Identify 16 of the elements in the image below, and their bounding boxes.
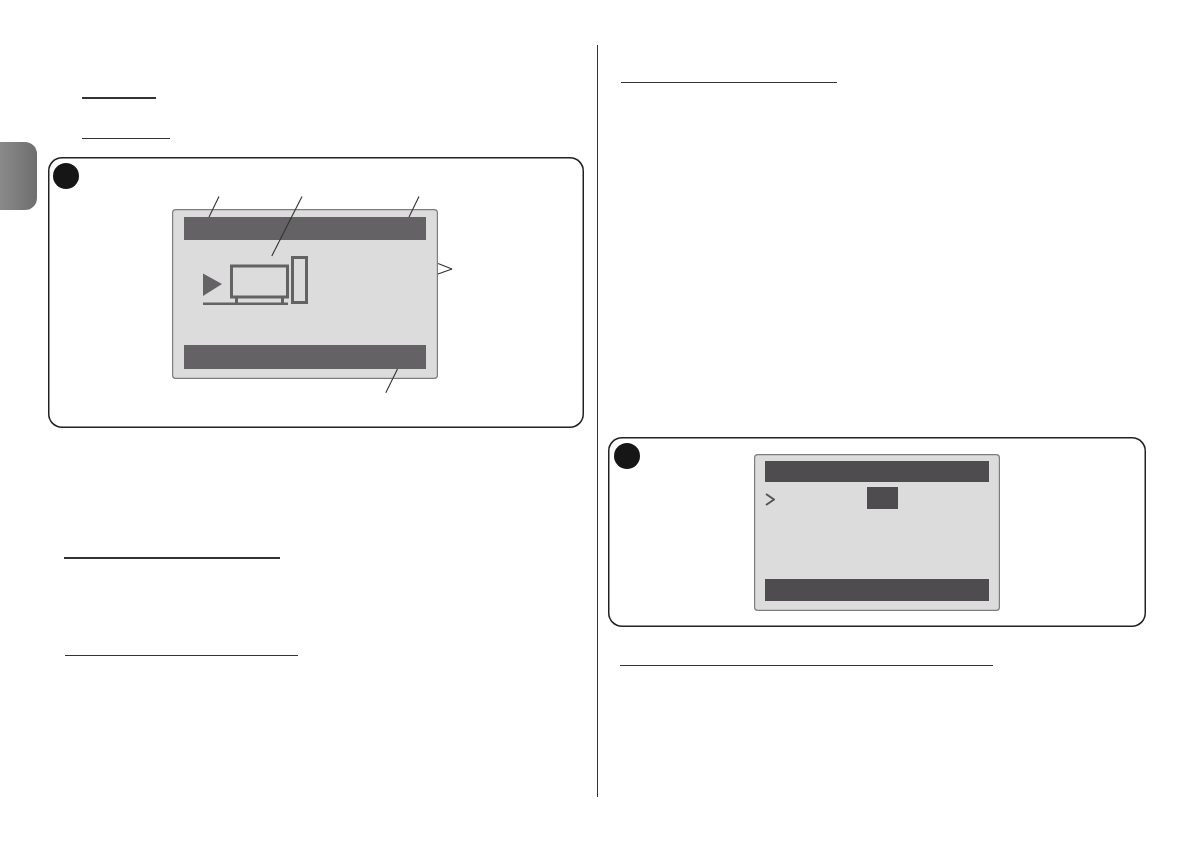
leader-line bbox=[208, 195, 220, 218]
figure-panel bbox=[48, 157, 584, 428]
selection-highlight bbox=[867, 487, 898, 509]
leader-line bbox=[408, 195, 420, 218]
footer-bar bbox=[765, 579, 989, 601]
leader-line bbox=[437, 263, 453, 270]
leader-line bbox=[385, 368, 399, 394]
footer-bar bbox=[184, 345, 426, 369]
display-screen bbox=[754, 454, 1000, 611]
gate-drawing bbox=[203, 256, 308, 305]
display-screen bbox=[172, 209, 438, 379]
leader-line bbox=[271, 195, 303, 257]
leader-line bbox=[437, 268, 453, 275]
header-bar bbox=[184, 217, 426, 240]
header-bar bbox=[765, 461, 989, 482]
figure-panel bbox=[608, 437, 1146, 627]
